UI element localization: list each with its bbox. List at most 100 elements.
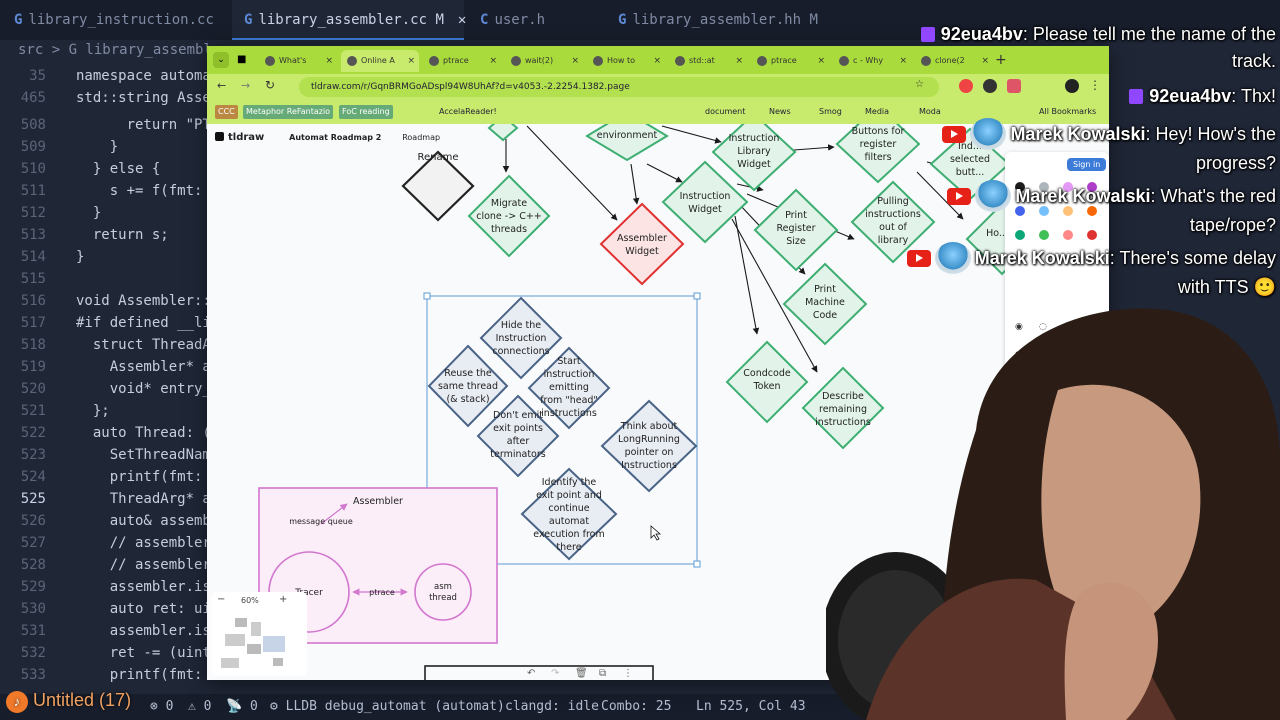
- code-line[interactable]: 523 SetThreadNam: [0, 444, 1280, 466]
- fill-semi-icon[interactable]: ◌: [1039, 322, 1047, 332]
- tab-search-icon[interactable]: ⌄: [213, 52, 229, 68]
- code-line[interactable]: 511 s += f(fmt:: [0, 180, 1280, 202]
- code-line[interactable]: 509 }: [0, 136, 1280, 158]
- code-line[interactable]: 517#if defined __li: [0, 312, 1280, 334]
- code-line[interactable]: 519 Assembler* a: [0, 356, 1280, 378]
- close-tab-icon[interactable]: ×: [489, 56, 497, 66]
- code-line[interactable]: 531 assembler.is: [0, 620, 1280, 642]
- sign-in-button[interactable]: Sign in: [1067, 158, 1107, 171]
- lsp-status[interactable]: clangd: idle: [505, 699, 599, 714]
- code-line[interactable]: 522 auto Thread: (: [0, 422, 1280, 444]
- resize-handle[interactable]: [693, 560, 701, 568]
- code-line[interactable]: 526 auto& assemb: [0, 510, 1280, 532]
- resize-handle[interactable]: [693, 292, 701, 300]
- code-line[interactable]: 532 ret -= (uint: [0, 642, 1280, 664]
- back-icon[interactable]: ←: [217, 79, 227, 92]
- bookmark-folder[interactable]: Media: [865, 107, 890, 116]
- color-swatch[interactable]: [1015, 230, 1025, 240]
- bookmark-item[interactable]: CCC: [215, 105, 238, 119]
- browser-tab[interactable]: ptrace×: [423, 50, 501, 72]
- code-line[interactable]: 527 // assembler: [0, 532, 1280, 554]
- code-line[interactable]: 529 assembler.is: [0, 576, 1280, 598]
- bookmark-item[interactable]: AccelaReader!: [439, 107, 497, 116]
- close-tab-icon[interactable]: ×: [817, 56, 825, 66]
- code-line[interactable]: 524 printf(fmt:: [0, 466, 1280, 488]
- profile-avatar[interactable]: [1065, 79, 1079, 93]
- zoom-in-button[interactable]: +: [279, 594, 288, 605]
- url-bar[interactable]: tldraw.com/r/GqnBRMGoADspl94W8UhAf?d=v40…: [299, 77, 939, 97]
- close-tab-icon[interactable]: ×: [735, 56, 743, 66]
- color-swatch[interactable]: [1039, 230, 1049, 240]
- zoom-level[interactable]: 60%: [241, 596, 259, 605]
- browser-tab[interactable]: ptrace×: [751, 50, 829, 72]
- warning-count[interactable]: ⚠ 0: [188, 699, 212, 714]
- forward-icon[interactable]: →: [241, 79, 251, 92]
- code-line[interactable]: 513 return s;: [0, 224, 1280, 246]
- browser-tab[interactable]: Online A×: [341, 50, 419, 72]
- code-line[interactable]: 510 } else {: [0, 158, 1280, 180]
- redo-icon[interactable]: ↷: [551, 668, 560, 679]
- color-swatch[interactable]: [1063, 206, 1073, 216]
- code-line[interactable]: 528 // assembler: [0, 554, 1280, 576]
- close-tab-icon[interactable]: ×: [981, 56, 989, 66]
- page-name[interactable]: Roadmap: [402, 133, 441, 142]
- browser-tab[interactable]: c - Why×: [833, 50, 911, 72]
- code-line[interactable]: 515: [0, 268, 1280, 290]
- code-line[interactable]: 508 return "PT: [0, 114, 1280, 136]
- bookmark-item[interactable]: Metaphor ReFantazio: [243, 105, 334, 119]
- menu-kebab-icon[interactable]: ⋮: [1089, 78, 1101, 92]
- breadcrumb[interactable]: src > G library_assemble: [18, 42, 221, 58]
- close-tab-icon[interactable]: ×: [899, 56, 907, 66]
- extension-icon[interactable]: [959, 79, 973, 93]
- close-tab-icon[interactable]: ×: [571, 56, 579, 66]
- tldraw-logo[interactable]: tldraw: [215, 132, 264, 143]
- debug-status[interactable]: ⚙ LLDB debug_automat (automat): [270, 699, 505, 714]
- color-swatch[interactable]: [1039, 182, 1049, 192]
- ports-count[interactable]: 📡 0: [226, 699, 258, 714]
- color-swatch[interactable]: [1087, 182, 1097, 192]
- code-line[interactable]: 530 auto ret: ui: [0, 598, 1280, 620]
- browser-tab[interactable]: clone(2×: [915, 50, 993, 72]
- bookmark-item[interactable]: document: [705, 107, 746, 116]
- duplicate-icon[interactable]: ⧉: [599, 668, 607, 679]
- code-line[interactable]: 520 void* entry_: [0, 378, 1280, 400]
- color-swatch[interactable]: [1063, 182, 1073, 192]
- undo-icon[interactable]: ↶: [527, 668, 536, 679]
- resize-handle[interactable]: [423, 292, 431, 300]
- color-swatch[interactable]: [1087, 230, 1097, 240]
- zoom-out-button[interactable]: −: [217, 594, 226, 605]
- new-tab-button[interactable]: +: [995, 52, 1007, 68]
- bookmark-folder[interactable]: Smog: [819, 107, 842, 116]
- node-rename[interactable]: Rename: [401, 150, 475, 222]
- bookmark-item[interactable]: FoC reading: [339, 105, 393, 119]
- bookmark-star-icon[interactable]: ☆: [915, 79, 924, 90]
- color-swatch[interactable]: [1015, 206, 1025, 216]
- code-line[interactable]: 512 }: [0, 202, 1280, 224]
- close-icon[interactable]: ✕: [457, 12, 467, 28]
- color-swatch[interactable]: [1087, 206, 1097, 216]
- bookmark-folder[interactable]: News: [769, 107, 791, 116]
- all-bookmarks[interactable]: All Bookmarks: [1039, 107, 1097, 116]
- node-describe[interactable]: Describeremaininginstructions: [801, 366, 885, 450]
- asm-thread-circle[interactable]: [414, 563, 472, 621]
- browser-tab[interactable]: How to×: [587, 50, 665, 72]
- tldraw-canvas[interactable]: tldraw Automat Roadmap 2 Roadmap: [207, 124, 1109, 680]
- close-tab-icon[interactable]: ×: [407, 56, 415, 66]
- extension-icon[interactable]: [1007, 79, 1021, 93]
- partial-shape[interactable]: [424, 665, 654, 680]
